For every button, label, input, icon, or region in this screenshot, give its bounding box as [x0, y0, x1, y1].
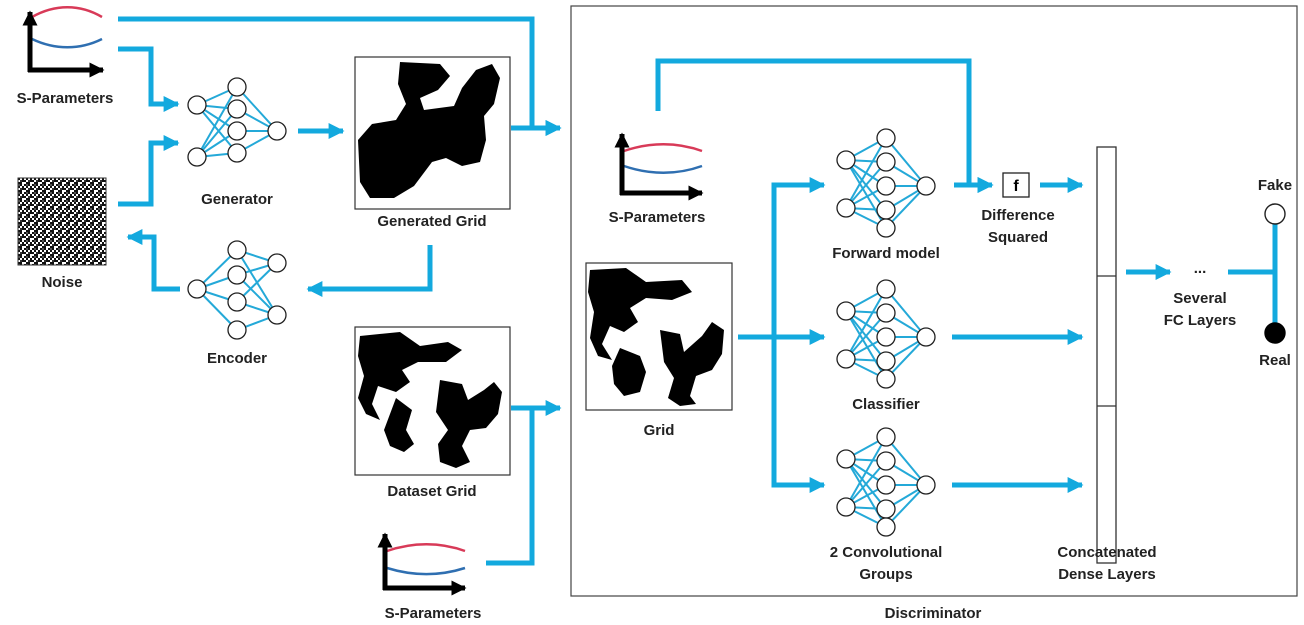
arrow-grid-to-conv	[771, 337, 826, 494]
discriminator-frame	[570, 5, 1298, 597]
concatenated-dense-label: Concatenated Dense Layers	[1032, 542, 1182, 586]
arrow-grid-to-forward	[771, 176, 826, 337]
discriminator-label: Discriminator	[884, 605, 982, 622]
arrow-grid-to-encoder	[306, 245, 433, 298]
s-parameters-top-label: S-Parameters	[16, 90, 114, 107]
f-function-box	[1002, 172, 1030, 198]
neural-network-icon	[187, 240, 287, 340]
noise-image-icon	[17, 177, 107, 266]
binary-grid-icon	[354, 56, 511, 210]
dataset-grid-label: Dataset Grid	[387, 483, 477, 500]
concat-line1: Concatenated	[1057, 544, 1157, 561]
neural-network-icon	[187, 77, 287, 167]
fake-label: Fake	[1257, 177, 1293, 194]
classifier-label: Classifier	[852, 396, 920, 413]
s-parameter-plot-icon	[614, 132, 704, 201]
real-node	[1264, 322, 1286, 344]
binary-grid-icon	[354, 326, 511, 476]
arrow-sparams-to-generator	[118, 46, 180, 113]
ellipsis-label: ...	[1193, 260, 1207, 277]
difference-line1: Difference	[981, 207, 1055, 224]
s-parameter-plot-icon	[22, 6, 105, 78]
generated-grid-label: Generated Grid	[377, 213, 487, 230]
s-parameter-plot-icon	[377, 532, 467, 596]
dense-layers-bar	[1096, 146, 1117, 564]
fc-line1: Several	[1173, 290, 1227, 307]
noise-label: Noise	[41, 274, 83, 291]
binary-grid-icon	[585, 262, 733, 411]
fake-node	[1264, 203, 1286, 225]
encoder-label: Encoder	[206, 350, 267, 367]
real-label: Real	[1259, 352, 1291, 369]
grid-label: Grid	[643, 422, 675, 439]
conv-groups-line2: Groups	[859, 566, 913, 583]
arrow-encoder-to-noise	[126, 228, 180, 292]
fc-line2: FC Layers	[1163, 312, 1237, 329]
concat-line2: Dense Layers	[1058, 566, 1156, 583]
arrow-sparams-bottom-up	[486, 408, 535, 566]
s-parameters-disc-label: S-Parameters	[608, 209, 706, 226]
difference-line2: Squared	[987, 229, 1048, 246]
difference-squared-label: Difference Squared	[958, 205, 1078, 249]
conv-groups-line1: 2 Convolutional	[829, 544, 943, 561]
generator-label: Generator	[201, 191, 273, 208]
several-fc-layers-label: Several FC Layers	[1140, 288, 1260, 332]
arrow-disc-sparams-to-diff	[655, 58, 994, 194]
neural-network-icon	[836, 279, 936, 389]
flow-arrows	[118, 16, 1278, 566]
forward-model-label: Forward model	[832, 245, 940, 262]
arrow-noise-to-generator	[118, 134, 180, 207]
neural-network-icon	[836, 128, 936, 238]
f-function-label: f	[1013, 178, 1019, 195]
s-parameters-bottom-label: S-Parameters	[384, 605, 482, 622]
conv-groups-label: 2 Convolutional Groups	[806, 542, 966, 586]
neural-network-icon	[836, 427, 936, 537]
